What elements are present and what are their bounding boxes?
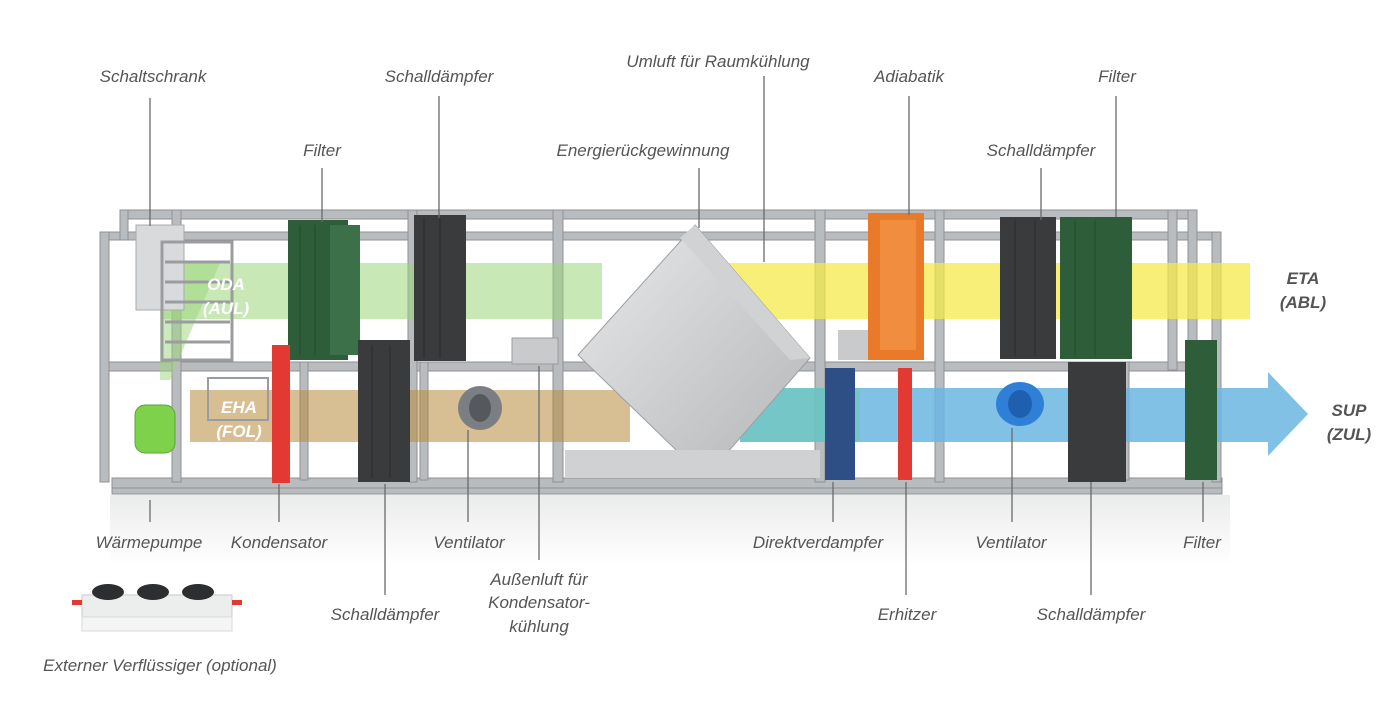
label-schalldaempfer-top-left: Schalldämpfer xyxy=(385,67,495,86)
intake-louver xyxy=(160,240,234,362)
flow-label-sup: SUP xyxy=(1332,401,1368,420)
eta-airflow xyxy=(700,263,1250,319)
label-schalldaempfer-top-right: Schalldämpfer xyxy=(987,141,1097,160)
oda-airflow xyxy=(162,263,602,319)
silencer-top-left xyxy=(414,215,466,361)
label-aussenluft-3: kühlung xyxy=(509,617,569,636)
component-labels: Schaltschrank Schalldämpfer Umluft für R… xyxy=(43,52,1222,675)
condenser-coil xyxy=(272,345,290,483)
floor-reflection xyxy=(110,495,1230,565)
label-energierueckgewinnung: Energierückgewinnung xyxy=(557,141,730,160)
label-umluft: Umluft für Raumkühlung xyxy=(626,52,810,71)
leader-lines xyxy=(149,76,1204,595)
label-filter-top-right: Filter xyxy=(1098,67,1137,86)
outside-air-damper xyxy=(511,337,559,365)
label-filter-bottom: Filter xyxy=(1183,533,1222,552)
silencer-bottom-right xyxy=(1068,362,1126,482)
label-ventilator-left: Ventilator xyxy=(433,533,506,552)
filter-right-top xyxy=(1060,217,1132,359)
bypass-damper xyxy=(207,377,269,421)
label-direktverdampfer: Direktverdampfer xyxy=(753,533,885,552)
filter-right-bottom xyxy=(1185,340,1217,480)
flow-label-fol: (FOL) xyxy=(216,422,262,441)
label-ventilator-right: Ventilator xyxy=(975,533,1048,552)
flow-labels: ODA (AUL) EHA (FOL) ETA (ABL) SUP (ZUL) xyxy=(203,269,1372,444)
fan-right xyxy=(996,382,1044,426)
label-externer-verfluessiger: Externer Verflüssiger (optional) xyxy=(43,656,277,675)
label-kondensator: Kondensator xyxy=(231,533,329,552)
heater-coil xyxy=(898,368,912,480)
label-waermepumpe: Wärmepumpe xyxy=(96,533,203,552)
heat-pump xyxy=(134,404,176,454)
fan-left xyxy=(458,386,502,430)
flow-label-zul: (ZUL) xyxy=(1327,425,1372,444)
flow-label-eha: EHA xyxy=(221,398,257,417)
label-aussenluft-2: Kondensator- xyxy=(488,593,590,612)
adiabatic-humidifier xyxy=(838,213,924,360)
flow-label-oda: ODA xyxy=(207,275,245,294)
silencer-bottom-left xyxy=(358,340,410,482)
flow-label-eta: ETA xyxy=(1287,269,1320,288)
filter-left-top xyxy=(288,220,360,360)
condenser-unit-icon xyxy=(72,584,242,632)
silencer-top-right xyxy=(1000,217,1056,359)
label-adiabatik: Adiabatik xyxy=(873,67,945,86)
label-erhitzer: Erhitzer xyxy=(878,605,938,624)
label-aussenluft-1: Außenluft für xyxy=(489,570,589,589)
label-filter-top-left: Filter xyxy=(303,141,342,160)
flow-label-aul: (AUL) xyxy=(203,299,250,318)
label-schalldaempfer-bottom-right: Schalldämpfer xyxy=(1037,605,1147,624)
flow-label-abl: (ABL) xyxy=(1280,293,1327,312)
control-cabinet xyxy=(135,224,185,311)
label-schalldaempfer-bottom-left: Schalldämpfer xyxy=(331,605,441,624)
direct-evaporator xyxy=(825,368,855,480)
label-schaltschrank: Schaltschrank xyxy=(100,67,208,86)
plate-heat-exchanger-icon xyxy=(565,224,820,479)
